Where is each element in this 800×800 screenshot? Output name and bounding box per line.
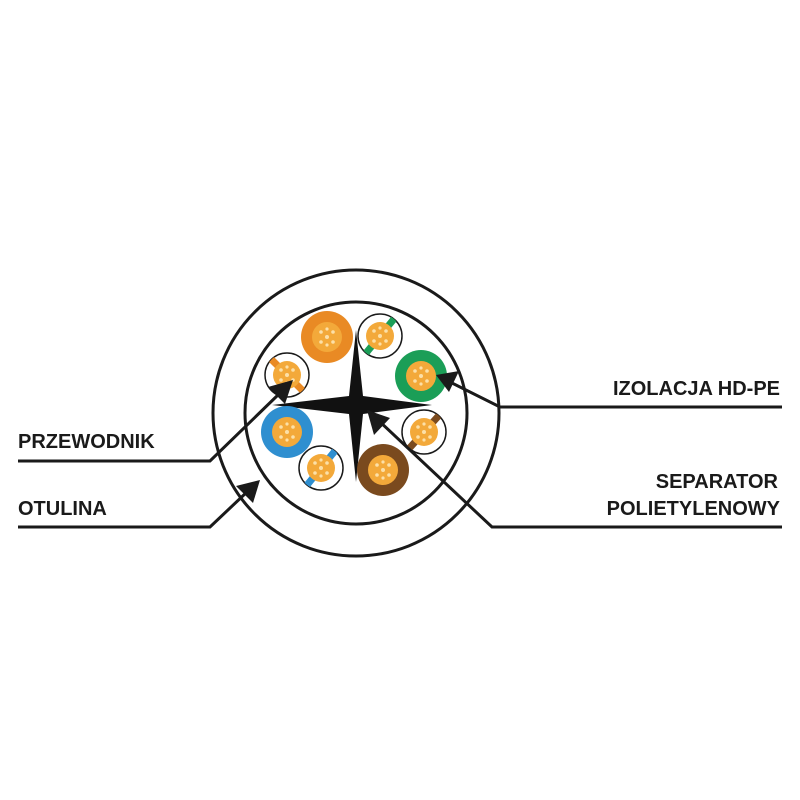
wire-solid-brown <box>357 444 409 496</box>
label-jacket: OTULINA <box>18 498 107 520</box>
wire-white-green <box>357 313 403 359</box>
wire-solid-green <box>395 350 447 402</box>
arrowhead-jacket <box>236 480 260 503</box>
leader-line-conductor <box>18 391 282 463</box>
arrowhead-separator <box>367 410 390 435</box>
label-conductor: PRZEWODNIK <box>18 431 155 453</box>
wire-white-blue <box>298 445 344 491</box>
cross-separator <box>272 330 432 482</box>
leader-line-jacket <box>18 489 250 529</box>
label-separator-line2: POLIETYLENOWY <box>607 498 781 520</box>
wire-solid-blue <box>261 406 313 458</box>
label-separator-line1: SEPARATOR <box>656 471 779 493</box>
wire-solid-orange <box>301 311 353 363</box>
leader-line-insulation <box>449 380 782 409</box>
label-insulation: IZOLACJA HD-PE <box>613 378 780 400</box>
leader-line-separator <box>376 418 782 529</box>
wire-white-brown <box>401 409 447 455</box>
arrowhead-conductor <box>268 380 293 404</box>
arrowhead-insulation <box>436 371 459 392</box>
